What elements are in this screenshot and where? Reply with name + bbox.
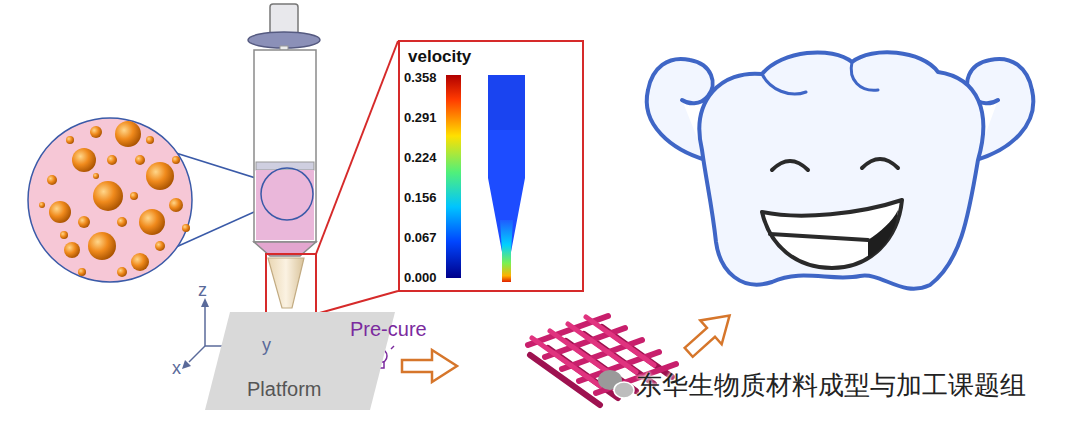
axis-label: z xyxy=(198,280,207,301)
process-label: Pre-cure xyxy=(350,318,427,341)
node-title: velocity xyxy=(408,47,471,67)
scale-value: 0.224 xyxy=(404,150,437,165)
axis-label: x xyxy=(172,358,181,379)
scale-value: 0.067 xyxy=(404,230,437,245)
scale-value: 0.358 xyxy=(404,70,437,85)
watermark: 东华生物质材料成型与加工课题组 xyxy=(636,368,1026,403)
scale-value: 0.000 xyxy=(404,270,437,285)
node-title: Platform xyxy=(247,378,321,401)
scale-value: 0.156 xyxy=(404,190,437,205)
axis-label: y xyxy=(262,335,271,356)
velocity-panel: velocity 0.358 0.291 0.224 0.156 0.067 0.000 xyxy=(398,40,584,292)
scale-value: 0.291 xyxy=(404,110,437,125)
